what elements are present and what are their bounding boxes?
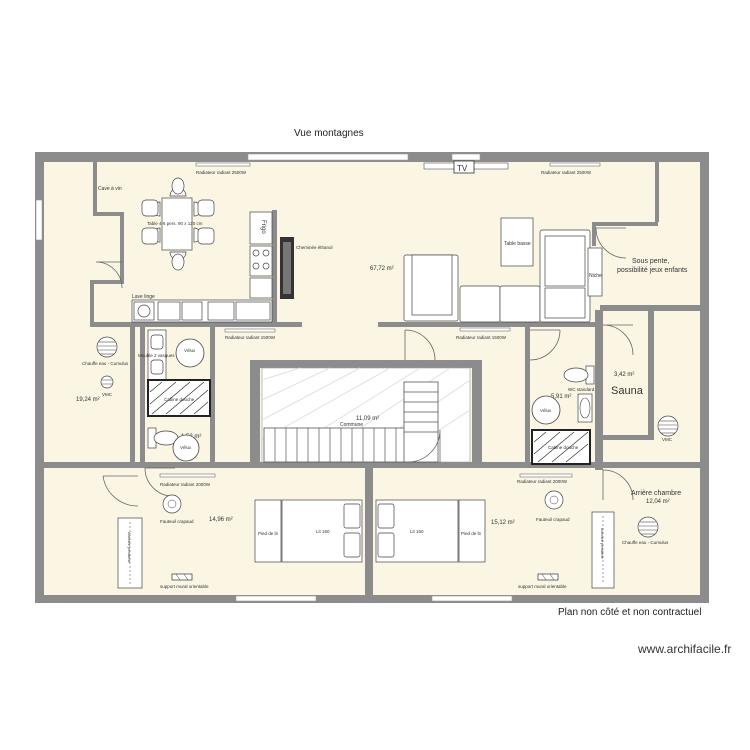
bed-right	[375, 499, 459, 563]
boiler-left	[96, 336, 118, 358]
vmc-left-label: VMC	[102, 392, 113, 397]
tv-label: TV	[457, 164, 468, 173]
radiator-bed-right-label: Radiateur radiant 2000W	[517, 479, 568, 484]
support-mural-left-label: support mural orientable	[160, 584, 209, 589]
velux-3-label: Vélux	[540, 408, 552, 413]
wardrobe-left	[117, 517, 143, 589]
armoire-left-label: Armoire penderie	[127, 532, 132, 563]
bedfoot-right	[458, 499, 486, 563]
vanity-unit	[147, 329, 167, 381]
watermark: www.archifacile.fr	[638, 642, 732, 656]
chauffe-eau-left-label: Chauffe eau - Cumulus	[82, 361, 129, 366]
tv-box	[453, 160, 475, 174]
radiator-bed-right	[519, 473, 573, 478]
kitchen-column	[249, 211, 273, 299]
wardrobe-right	[591, 511, 615, 589]
area-back-label: 12,04 m²	[646, 499, 670, 505]
support-mural-right-label: support mural orientable	[518, 584, 567, 589]
disclaimer: Plan non côté et non contractuel	[558, 607, 702, 618]
armchair-right	[544, 490, 564, 510]
velux-2	[172, 434, 200, 462]
table-label: Table 4-6 pers. 90 x 120 cm	[147, 221, 203, 226]
arriere-chambre-label: Arrière chambre	[631, 490, 681, 497]
radiator-top-right	[549, 162, 601, 167]
dining-table	[141, 177, 215, 271]
area-left-label: 19,24 m²	[76, 397, 100, 403]
commune-label: Commune	[340, 422, 363, 428]
fauteuil-right-label: Fauteuil crapaud	[536, 517, 570, 522]
velux-1-label: Vélux	[184, 348, 196, 353]
sous-pente-label-2: possibilité jeux enfants	[617, 267, 688, 274]
doors	[95, 227, 634, 507]
chauffe-eau-right-label: Chauffe eau - Cumulus	[622, 540, 669, 545]
lit-160-right-label: Lit 160	[410, 529, 424, 534]
bed-left	[281, 499, 363, 563]
radiator-top-left-label: Radiateur radiant 2500W	[196, 170, 247, 175]
lave-linge-label: Lave linge	[132, 294, 155, 300]
radiator-hall-label: Radiateur radiant 1500W	[456, 335, 507, 340]
frigo-label: Frigo	[260, 220, 266, 234]
radiator-top-right-label: Radiateur radiant 2500W	[541, 170, 592, 175]
boiler-right	[637, 516, 659, 538]
wc-right	[563, 365, 595, 385]
pied-lit-2-label: Pied de lit	[461, 531, 482, 536]
vmc-left	[100, 375, 114, 389]
table-basse-label: Table basse	[504, 241, 531, 247]
sauna-label: Sauna	[611, 385, 644, 397]
velux-2-label: Vélux	[180, 445, 192, 450]
vmc-right	[657, 415, 679, 437]
niche-label: Niche	[589, 273, 602, 279]
top-caption: Vue montagnes	[294, 128, 364, 139]
mount-right	[537, 573, 559, 581]
vmc-right-label: VMC	[662, 437, 673, 442]
wc-standard-label: WC standard	[568, 387, 595, 392]
radiator-kitchen	[224, 328, 276, 333]
sous-pente-label-1: Sous pente,	[632, 258, 669, 265]
sofa	[403, 229, 591, 323]
meuble-vasque-label: Meuble 2 vasques	[138, 353, 175, 358]
area-sdb-right-label: 5,91 m²	[551, 394, 571, 400]
pied-lit-1-label: Pied de lit	[258, 531, 279, 536]
lit-160-left-label: Lit 160	[316, 529, 330, 534]
velux-3	[531, 395, 561, 425]
shower-right	[531, 429, 591, 465]
windows	[35, 153, 513, 602]
area-bed-right-label: 15,12 m²	[491, 520, 515, 526]
area-stair-label: 11,09 m²	[356, 416, 379, 422]
radiator-bed-left-label: Radiateur radiant 2000W	[160, 482, 211, 487]
coffee-table	[500, 217, 534, 267]
living-area-label: 67,72 m²	[370, 266, 394, 272]
cabine-douche-left-label: Cabine douche	[164, 397, 195, 402]
radiator-kitchen-label: Radiateur radiant 1500W	[225, 335, 276, 340]
radiator-top-left	[195, 162, 251, 167]
fauteuil-left-label: Fauteuil crapaud	[160, 519, 194, 524]
niche	[587, 247, 603, 297]
cave-vin-label: Cave à vin	[98, 186, 122, 192]
staircase	[261, 367, 471, 463]
kitchen-counter	[131, 299, 273, 323]
mount-left	[171, 573, 193, 581]
cheminee-label: Cheminée éthanol	[296, 245, 333, 250]
radiator-hall	[459, 327, 511, 332]
sauna-area-label: 3,42 m²	[614, 372, 634, 378]
bedfoot-left	[254, 499, 282, 563]
area-bed-left-label: 14,96 m²	[209, 517, 233, 523]
armoire-right-label: Armoire penderie	[600, 528, 605, 559]
armchair-left	[162, 494, 182, 514]
radiator-bed-left	[159, 473, 216, 478]
shower-left	[147, 379, 211, 417]
velux-1	[175, 338, 205, 368]
cabine-douche-right-label: Cabine douche	[548, 445, 579, 450]
